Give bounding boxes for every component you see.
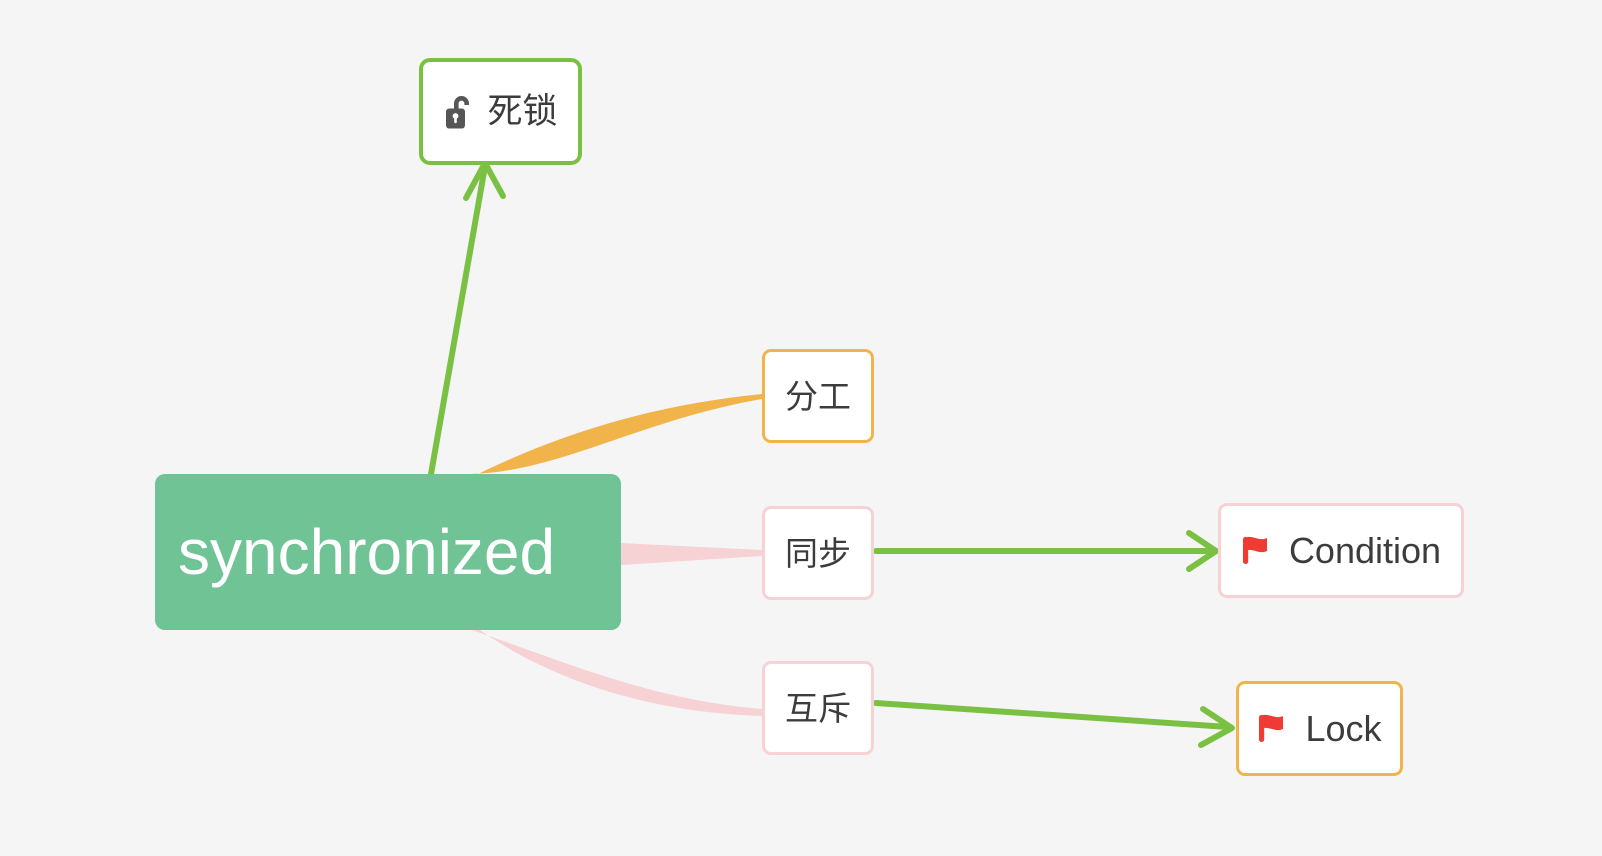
edge-root-to-tongbu [621,543,762,565]
edge-huchi-to-lock [873,700,1235,748]
node-fengong[interactable]: 分工 [762,349,874,443]
node-huchi[interactable]: 互斥 [762,661,874,755]
red-flag-icon [1241,535,1271,567]
red-flag-icon [1257,713,1287,745]
node-condition-label: Condition [1288,529,1442,571]
node-root-label: synchronized [178,516,556,588]
node-tongbu-label: 同步 [785,534,851,572]
node-condition[interactable]: Condition [1218,503,1464,598]
node-huchi-label: 互斥 [785,689,851,727]
edge-tongbu-to-condition [873,530,1219,572]
edge-root-to-huchi [472,630,762,716]
edge-root-to-fengong [470,394,762,474]
node-fengong-label: 分工 [785,377,851,415]
node-lock[interactable]: Lock [1236,681,1403,776]
node-deadlock-label: 死锁 [487,92,558,131]
node-root[interactable]: synchronized [155,474,621,630]
unlocked-padlock-icon [443,93,475,131]
edge-root-to-deadlock [428,160,506,477]
node-tongbu[interactable]: 同步 [762,506,874,600]
node-deadlock[interactable]: 死锁 [419,58,582,165]
node-lock-label: Lock [1305,707,1382,749]
